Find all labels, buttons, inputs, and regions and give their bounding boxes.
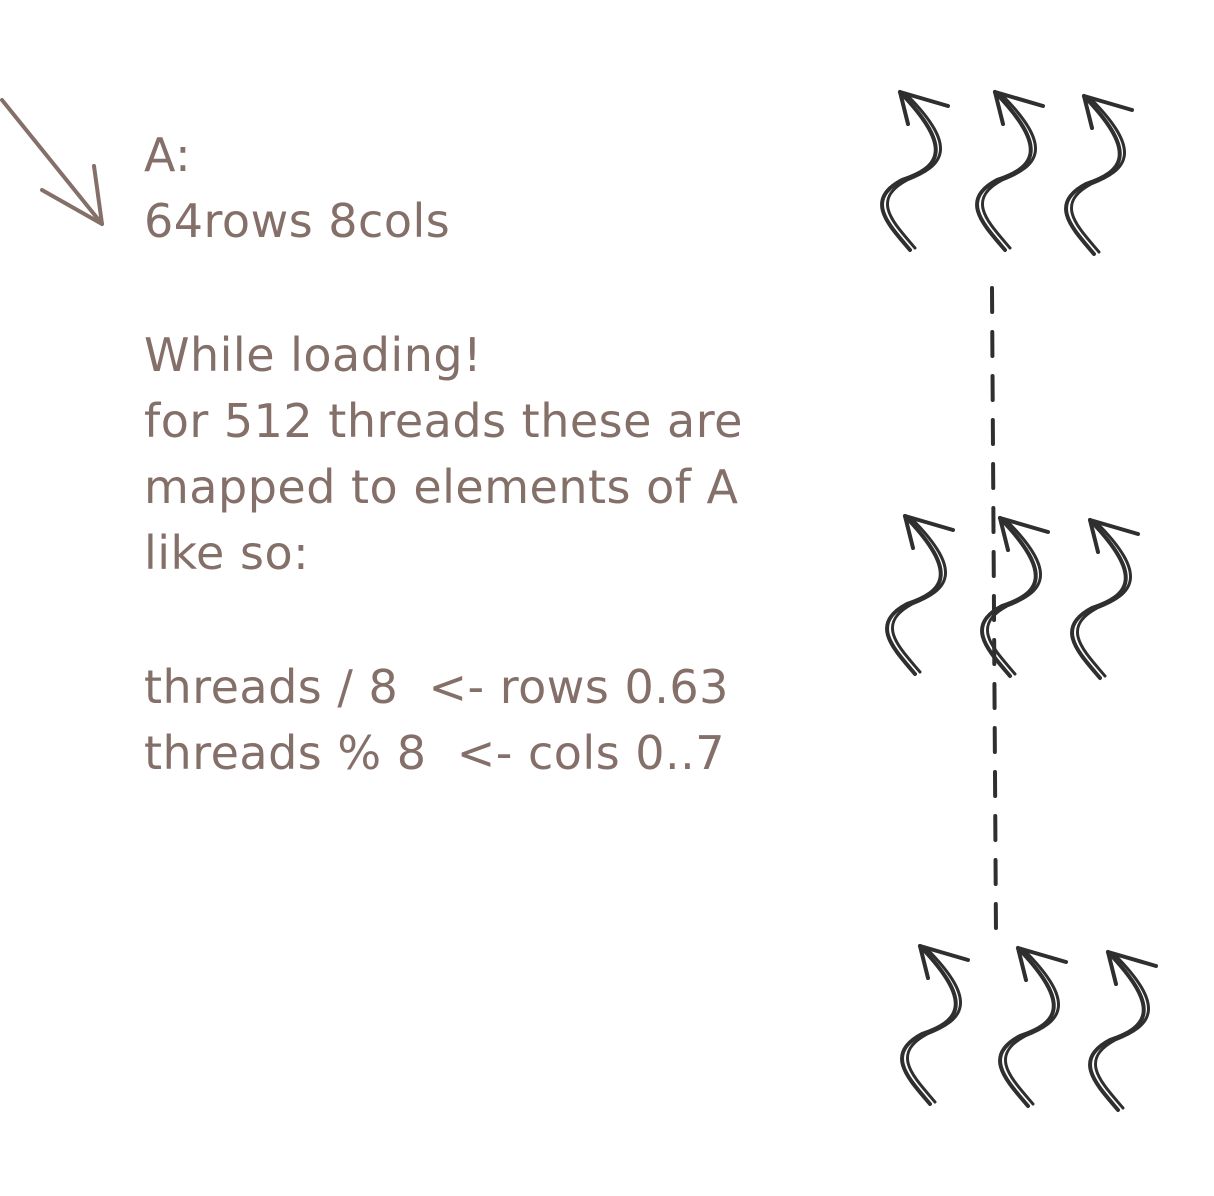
squiggly-arrow-icon: [1070, 518, 1140, 680]
squiggly-arrow-icon: [900, 944, 970, 1106]
matrix-shape: 64rows 8cols: [144, 194, 451, 248]
squiggly-arrow-icon: [885, 514, 955, 676]
squiggly-arrow-icon: [1064, 94, 1134, 256]
squiggly-arrow-icon: [880, 90, 950, 252]
squiggly-arrow-icon: [998, 946, 1068, 1108]
loading-heading: While loading!: [144, 328, 483, 382]
matrix-label: A:: [144, 128, 192, 182]
description-line: for 512 threads these are: [144, 394, 743, 448]
squiggly-arrow-icon: [980, 516, 1050, 678]
row-mapping: threads / 8 <- rows 0.63: [144, 660, 729, 714]
squiggly-arrow-icon: [975, 90, 1045, 252]
col-mapping: threads % 8 <- cols 0..7: [144, 726, 726, 780]
description-line: like so:: [144, 526, 310, 580]
description-line: mapped to elements of A: [144, 460, 739, 514]
squiggly-arrow-icon: [1088, 950, 1158, 1112]
